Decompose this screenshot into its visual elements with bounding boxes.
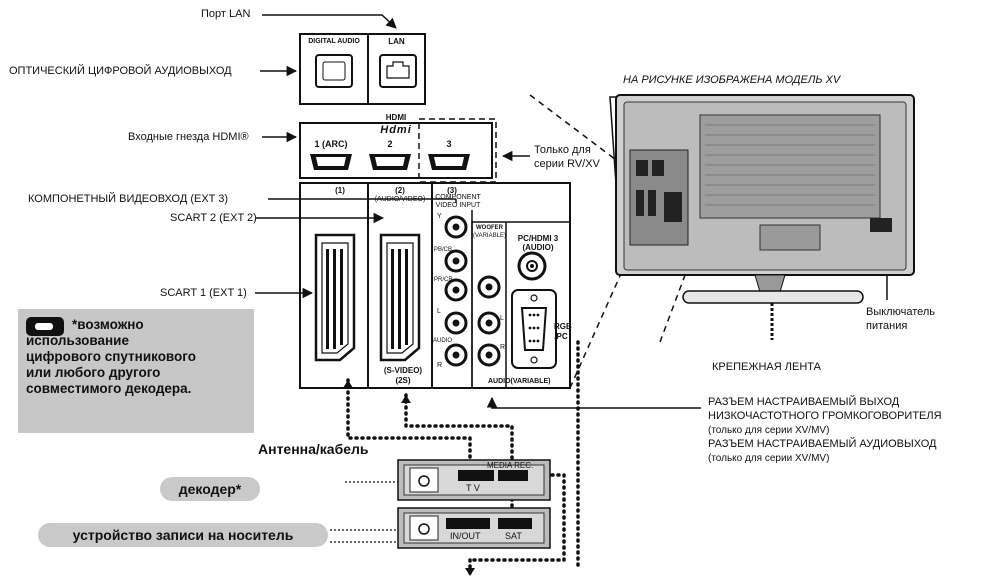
scart2-sub-label: (AUDIO/VIDEO) bbox=[374, 196, 426, 203]
out-r-label: R bbox=[500, 344, 506, 351]
media-rec-label: MEDIA REC. bbox=[487, 461, 534, 470]
hdmi-port-3-label: 3 bbox=[446, 139, 452, 149]
rgb-pc-label-2: /PC bbox=[554, 332, 568, 341]
hdmi-block bbox=[299, 122, 493, 179]
scart1-tag: (1) bbox=[335, 186, 345, 195]
audio-variable-jacks bbox=[477, 311, 501, 367]
component-title-1: COMPONENT bbox=[435, 194, 481, 201]
component-pb-label: PB/CB bbox=[434, 247, 453, 253]
decoder-device-illustration bbox=[397, 459, 551, 501]
rgb-pc-label-1: RGB bbox=[554, 322, 572, 331]
hdmi-inputs-label: Входные гнезда HDMI® bbox=[128, 131, 249, 143]
woofer-out-label-3: (только для серии XV/MV) bbox=[708, 425, 830, 436]
woofer-jack bbox=[477, 275, 501, 299]
rv-xv-only-label-1: Только для bbox=[534, 144, 591, 156]
component-y-label: Y bbox=[437, 213, 442, 220]
decoder-label: декодер* bbox=[160, 477, 260, 501]
lan-panel-label: LAN bbox=[388, 37, 405, 46]
audio-out-label-1: РАЗЪЕМ НАСТРАИВАЕМЫЙ АУДИОВЫХОД bbox=[708, 438, 937, 450]
pc-hdmi3-label-2: (AUDIO) bbox=[522, 243, 554, 252]
recorder-label: устройство записи на носитель bbox=[38, 523, 328, 547]
rv-xv-only-label-2: серии RV/XV bbox=[534, 158, 600, 170]
model-caption: НА РИСУНКЕ ИЗОБРАЖЕНА МОДЕЛЬ XV bbox=[623, 74, 841, 86]
optical-out-label: ОПТИЧЕСКИЙ ЦИФРОВОЙ АУДИОВЫХОД bbox=[9, 65, 232, 77]
vga-connector-icon bbox=[511, 289, 557, 369]
power-switch-label-1: Выключатель bbox=[866, 306, 936, 318]
component-title-2: VIDEO INPUT bbox=[435, 202, 481, 209]
scart1-label: SCART 1 (EXT 1) bbox=[160, 287, 247, 299]
hdmi-logo: Hdmi bbox=[380, 124, 412, 136]
scart2-tag: (2) bbox=[395, 186, 405, 195]
hdmi-port-2-label: 2 bbox=[387, 139, 393, 149]
lan-port-label: Порт LAN bbox=[201, 8, 251, 20]
component-in-label: КОМПОНЕТНЫЙ ВИДЕОВХОД (EXT 3) bbox=[28, 193, 229, 205]
compatibility-note-text: *возможно использование цифрового спутни… bbox=[26, 317, 196, 396]
woofer-label-1: WOOFER bbox=[476, 225, 503, 231]
sat-port-label: SAT bbox=[505, 531, 522, 541]
hdmi-port-icons bbox=[310, 154, 470, 170]
audio-r-label: R bbox=[437, 362, 443, 369]
power-switch-label-2: питания bbox=[866, 320, 908, 332]
digital-audio-label: DIGITAL AUDIO bbox=[308, 38, 360, 45]
woofer-label-2: (VARIABLE) bbox=[473, 233, 506, 239]
scart2-label: SCART 2 (EXT 2) bbox=[170, 212, 257, 224]
tv-port-label: T V bbox=[466, 483, 480, 493]
hdmi-head-label: HDMI bbox=[385, 113, 407, 122]
s-video-label: (S-VIDEO) bbox=[383, 366, 423, 375]
tv-back-illustration bbox=[609, 94, 915, 340]
antenna-label: Антенна/кабель bbox=[258, 441, 369, 457]
component-tag: (3) bbox=[447, 186, 457, 195]
component-jacks bbox=[444, 215, 468, 367]
audio-label: AUDIO bbox=[433, 338, 453, 344]
audio-lan-block bbox=[299, 33, 426, 105]
optical-port-icon bbox=[315, 54, 353, 88]
pointing-hand-icon bbox=[26, 317, 64, 336]
scart-2s-label: (2S) bbox=[395, 376, 411, 385]
woofer-out-label-2: НИЗКОЧАСТОТНОГО ГРОМКОГОВОРИТЕЛЯ bbox=[708, 410, 942, 422]
lan-port-icon bbox=[379, 54, 417, 88]
scart1-connector-icon bbox=[314, 233, 356, 362]
scart2-connector-icon bbox=[379, 233, 421, 362]
in-out-port-label: IN/OUT bbox=[450, 531, 481, 541]
audio-variable-label: AUDIO(VARIABLE) bbox=[488, 378, 551, 385]
pc-audio-jack bbox=[517, 251, 547, 281]
audio-out-label-2: (только для серии XV/MV) bbox=[708, 453, 830, 464]
pc-hdmi3-label-1: PC/HDMI 3 bbox=[517, 234, 559, 243]
audio-l-label: L bbox=[437, 308, 441, 315]
woofer-out-label-1: РАЗЪЕМ НАСТРАИВАЕМЫЙ ВЫХОД bbox=[708, 396, 900, 408]
strap-label: КРЕПЕЖНАЯ ЛЕНТА bbox=[712, 361, 821, 373]
out-l-label: L bbox=[500, 315, 504, 322]
component-pr-label: PR/CR bbox=[434, 277, 453, 283]
recorder-device-illustration bbox=[397, 507, 551, 549]
compatibility-note-box: *возможно использование цифрового спутни… bbox=[18, 309, 254, 433]
hdmi-port-1-label: 1 (ARC) bbox=[314, 139, 348, 149]
